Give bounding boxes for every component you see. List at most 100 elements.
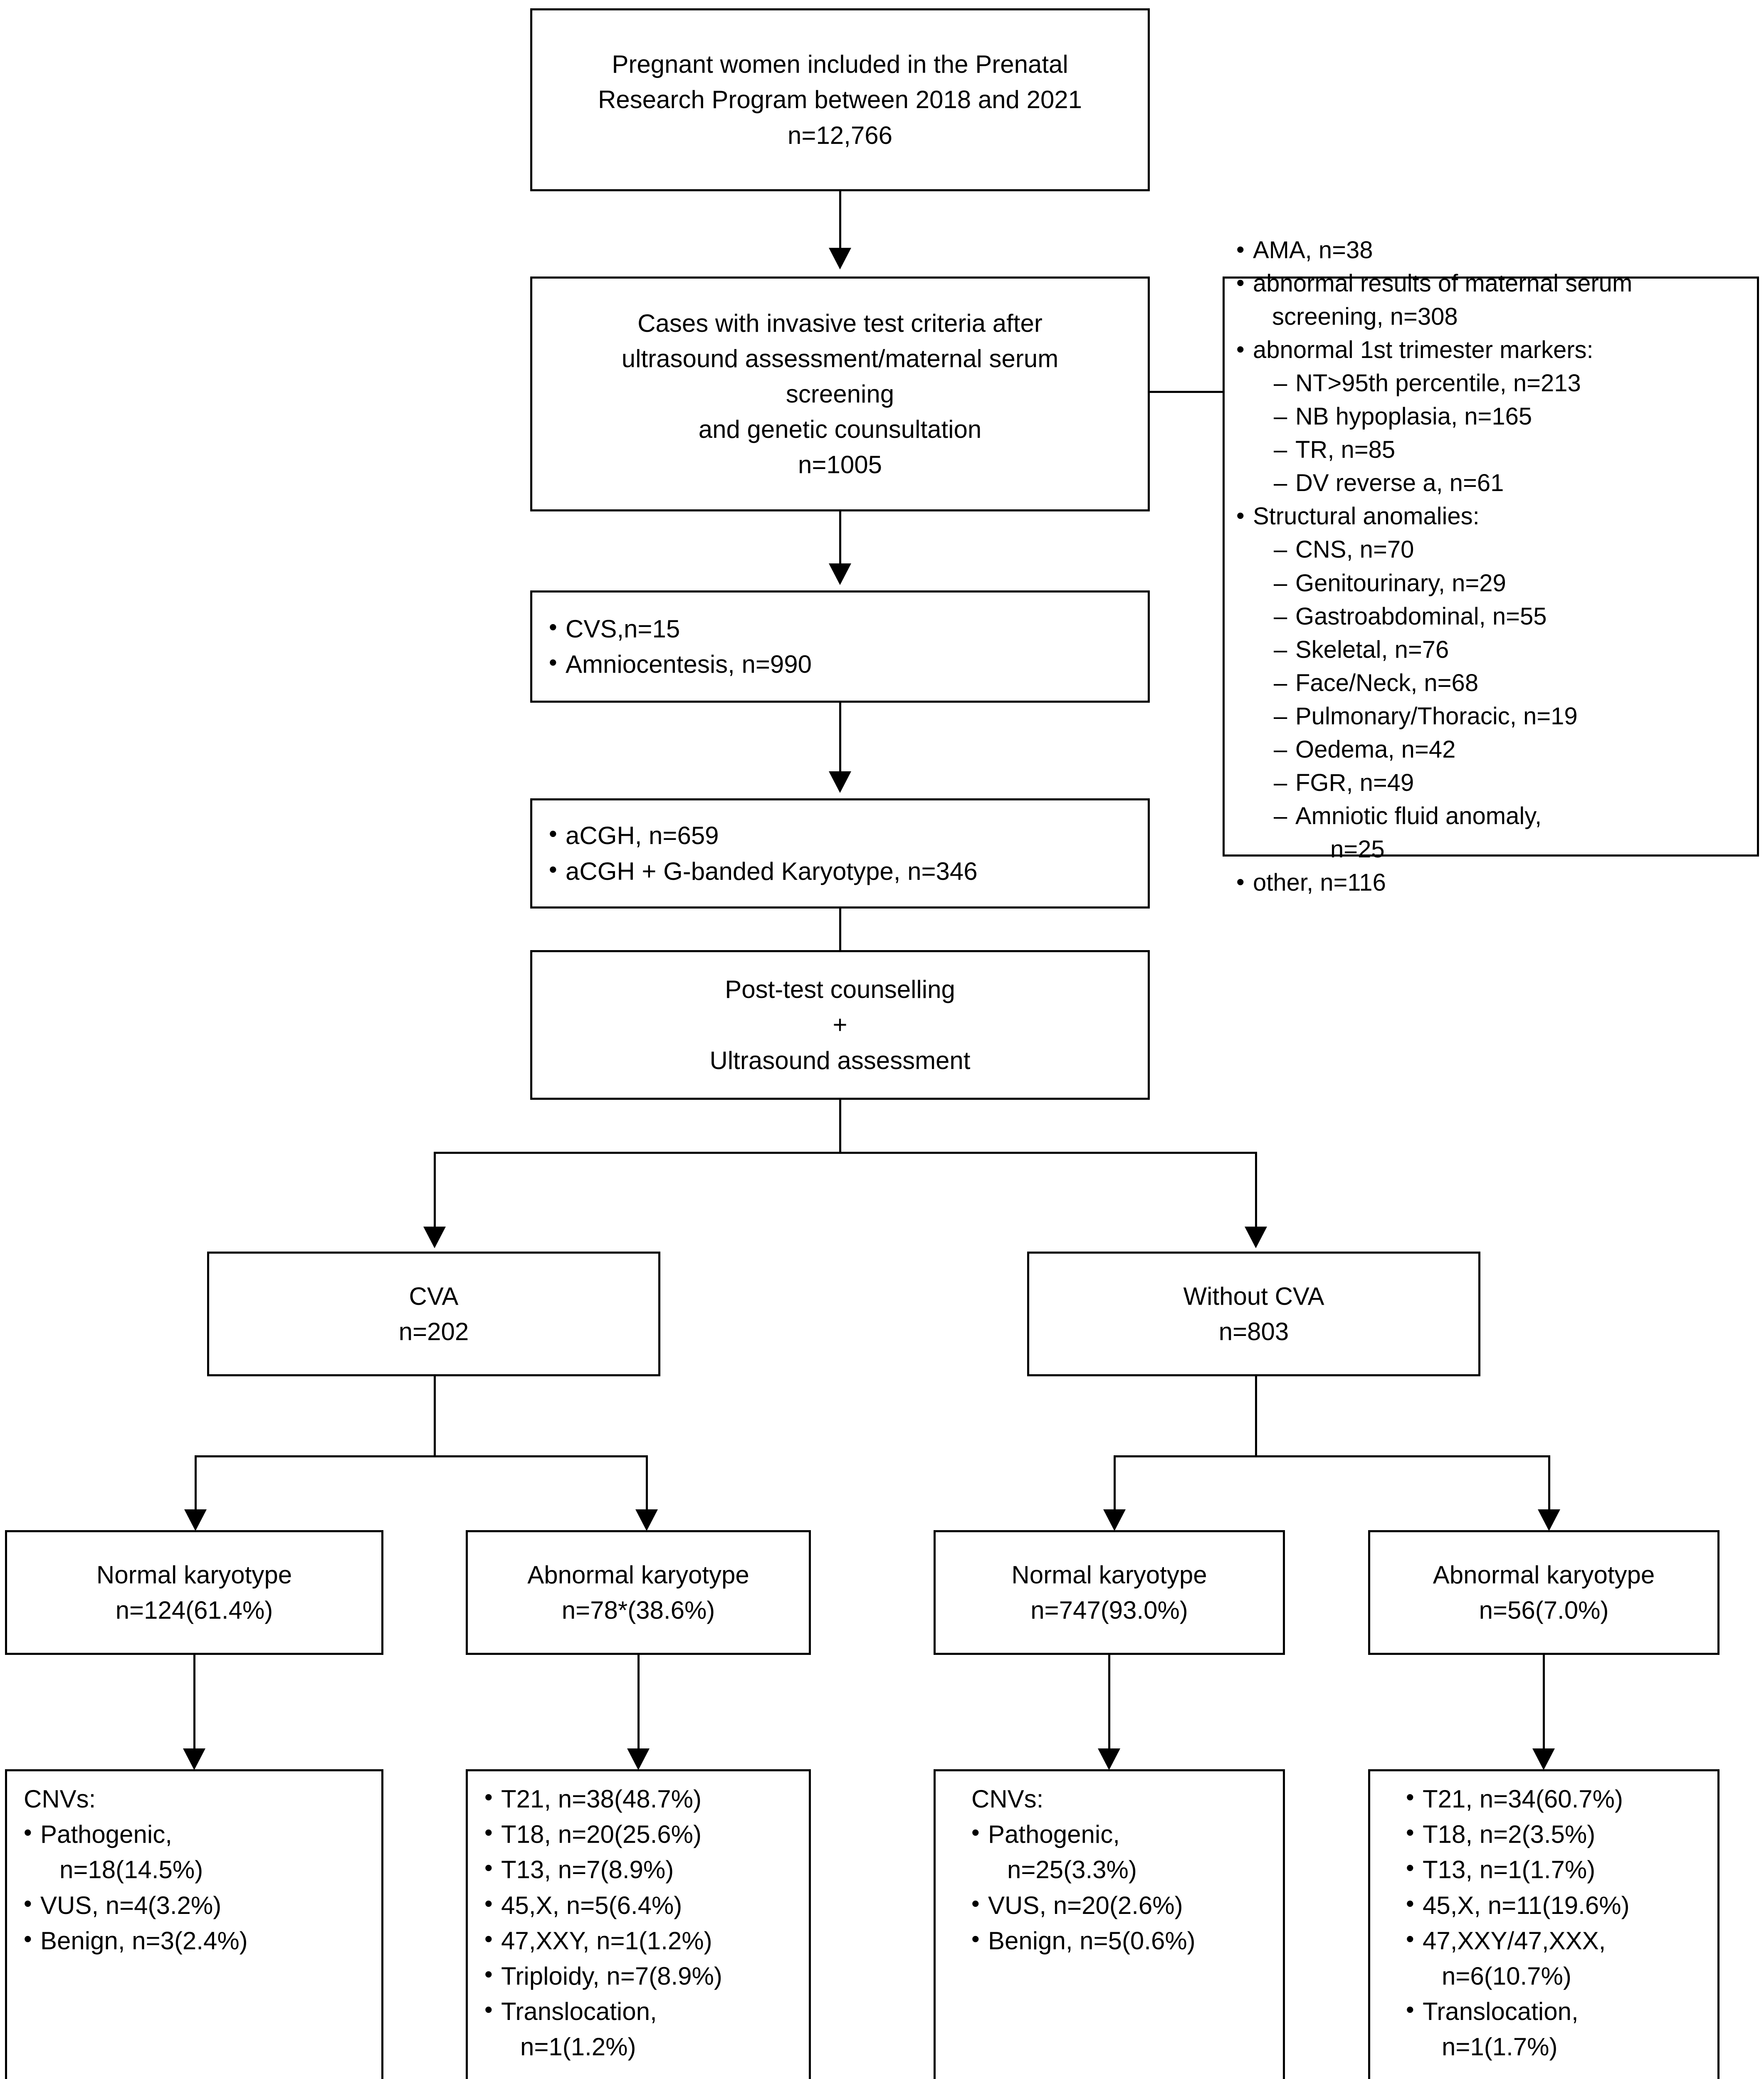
arrowhead-nocva-abnormal-detail: [1532, 1748, 1555, 1770]
connector-procedures-to-methods: [839, 703, 841, 773]
procedures-list: CVS,n=15 Amniocentesis, n=990: [546, 610, 1134, 682]
nocva-cnvs-list: Pathogenic, n=25(3.3%) VUS, n=20(2.6%) B…: [969, 1816, 1269, 1958]
arrowhead-cva-abnormal-karyotype: [635, 1509, 658, 1531]
structural-oedema: Oedema, n=42: [1274, 733, 1748, 766]
node-methods-text: aCGH, n=659 aCGH + G-banded Karyotype, n…: [532, 817, 1148, 889]
node-cva-text: CVA n=202: [209, 1279, 658, 1349]
cva-detail-translocation: Translocation, n=1(1.2%): [482, 1993, 795, 2064]
node-cva-abnormal-karyotype-text: Abnormal karyotype n=78*(38.6%): [468, 1557, 809, 1628]
node-cva-normal-karyotype-text: Normal karyotype n=124(61.4%): [7, 1557, 381, 1628]
arrowhead-cva-cnvs: [183, 1748, 205, 1770]
structural-pulmonary-thoracic: Pulmonary/Thoracic, n=19: [1274, 700, 1748, 733]
node-cva: CVA n=202: [207, 1252, 660, 1376]
nocva-abnormal-karyotype-line1: Abnormal karyotype: [1433, 1560, 1655, 1589]
node-enrolled-line2: Research Program between 2018 and 2021: [598, 86, 1082, 114]
cva-detail-translocation-line2: n=1(1.2%): [520, 2033, 636, 2061]
procedures-item-amniocentesis: Amniocentesis, n=990: [546, 646, 1134, 682]
cva-detail-triploidy: Triploidy, n=7(8.9%): [482, 1958, 795, 1994]
nocva-cnv-benign: Benign, n=5(0.6%): [969, 1922, 1269, 1958]
connector-split-right-level1: [1255, 1152, 1257, 1229]
node-indications: AMA, n=38 abnormal results of maternal s…: [1223, 233, 1759, 898]
connector-cva-bus: [195, 1455, 648, 1457]
node-posttest-line3: Ultrasound assessment: [709, 1046, 971, 1074]
arrowhead-nocva-cnvs: [1098, 1748, 1120, 1770]
arrowhead-cva-normal-karyotype: [184, 1509, 207, 1531]
marker-tr: TR, n=85: [1274, 433, 1748, 467]
node-posttest-counselling: Post-test counselling + Ultrasound asses…: [530, 950, 1150, 1100]
node-invasive-criteria: Cases with invasive test criteria after …: [530, 277, 1150, 511]
cva-normal-karyotype-line1: Normal karyotype: [96, 1560, 292, 1589]
arrowhead-nocva-abnormal-karyotype: [1538, 1509, 1560, 1531]
node-without-cva-line1: Without CVA: [1183, 1282, 1324, 1310]
cva-detail-t21: T21, n=38(48.7%): [482, 1780, 795, 1817]
node-without-cva-line2: n=803: [1218, 1318, 1289, 1346]
connector-split-bus-level1: [434, 1152, 1257, 1154]
connector-nocva-normal-to-cnvs: [1108, 1655, 1110, 1753]
nocva-cnv-vus: VUS, n=20(2.6%): [969, 1887, 1269, 1923]
node-enrolled-line3: n=12,766: [788, 121, 892, 149]
node-nocva-abnormal-karyotype-text: Abnormal karyotype n=56(7.0%): [1370, 1557, 1717, 1628]
cva-cnv-pathogenic: Pathogenic, n=18(14.5%): [21, 1816, 367, 1887]
structural-fgr: FGR, n=49: [1274, 766, 1748, 800]
node-without-cva: Without CVA n=803: [1027, 1252, 1480, 1376]
cva-abnormal-karyotype-line2: n=78*(38.6%): [561, 1596, 715, 1624]
cva-normal-karyotype-line2: n=124(61.4%): [115, 1596, 273, 1624]
cva-detail-t13: T13, n=7(8.9%): [482, 1851, 795, 1887]
nocva-detail-47xxy-line2: n=6(10.7%): [1442, 1962, 1571, 1990]
node-indications-text: AMA, n=38 abnormal results of maternal s…: [1225, 233, 1757, 899]
connector-criteria-to-procedures: [839, 511, 841, 565]
cva-cnv-vus: VUS, n=4(3.2%): [21, 1887, 367, 1923]
node-enrolled-line1: Pregnant women included in the Prenatal: [612, 50, 1068, 79]
marker-nt: NT>95th percentile, n=213: [1274, 367, 1748, 400]
arrowhead-methods: [829, 771, 851, 793]
node-cva-line1: CVA: [409, 1282, 459, 1310]
connector-posttest-down: [839, 1100, 841, 1154]
node-criteria-line4: and genetic counsultation: [698, 415, 982, 444]
nocva-detail-t13: T13, n=1(1.7%): [1403, 1851, 1703, 1887]
cva-detail-45x: 45,X, n=5(6.4%): [482, 1887, 795, 1923]
node-posttest-line1: Post-test counselling: [725, 975, 955, 1004]
nocva-cnv-pathogenic: Pathogenic, n=25(3.3%): [969, 1816, 1269, 1887]
nocva-normal-karyotype-line1: Normal karyotype: [1011, 1560, 1207, 1589]
arrowhead-nocva-normal-karyotype: [1103, 1509, 1126, 1531]
connector-criteria-to-indications-seg1: [1148, 391, 1231, 393]
nocva-normal-karyotype-line2: n=747(93.0%): [1030, 1596, 1188, 1624]
node-posttest-line2: +: [833, 1011, 847, 1039]
node-criteria-line3: screening: [786, 380, 894, 408]
node-invasive-criteria-text: Cases with invasive test criteria after …: [532, 306, 1148, 483]
structural-skeletal: Skeletal, n=76: [1274, 633, 1748, 667]
node-nocva-normal-karyotype: Normal karyotype n=747(93.0%): [934, 1530, 1285, 1655]
arrowhead-cva-abnormal-detail: [627, 1748, 650, 1770]
cva-abnormal-detail-list: T21, n=38(48.7%) T18, n=20(25.6%) T13, n…: [482, 1780, 795, 2065]
node-criteria-line1: Cases with invasive test criteria after: [637, 309, 1043, 337]
node-cva-abnormal-karyotype: Abnormal karyotype n=78*(38.6%): [466, 1530, 811, 1655]
node-nocva-abnormal-karyotype: Abnormal karyotype n=56(7.0%): [1368, 1530, 1720, 1655]
methods-item-acgh: aCGH, n=659: [546, 817, 1134, 853]
node-procedures: CVS,n=15 Amniocentesis, n=990: [530, 590, 1150, 703]
structural-anomaly-list: CNS, n=70 Genitourinary, n=29 Gastroabdo…: [1234, 533, 1748, 866]
first-trimester-marker-list: NT>95th percentile, n=213 NB hypoplasia,…: [1234, 367, 1748, 500]
structural-anomalies-heading-list: Structural anomalies:: [1234, 499, 1748, 533]
structural-amniotic-fluid-anomaly: Amniotic fluid anomaly, n=25: [1274, 800, 1748, 866]
nocva-detail-47xxy-line1: 47,XXY/47,XXX,: [1423, 1926, 1606, 1955]
nocva-detail-translocation: Translocation, n=1(1.7%): [1403, 1993, 1703, 2064]
arrowhead-procedures: [829, 563, 851, 585]
nocva-detail-t18: T18, n=2(3.5%): [1403, 1816, 1703, 1852]
arrowhead-cva: [423, 1227, 446, 1248]
connector-cva-left-branch: [195, 1455, 197, 1511]
indication-other: other, n=116: [1234, 865, 1748, 899]
connector-cva-right-branch: [646, 1455, 648, 1511]
nocva-detail-translocation-line1: Translocation,: [1423, 1998, 1579, 2026]
node-nocva-cnvs: CNVs: Pathogenic, n=25(3.3%) VUS, n=20(2…: [934, 1769, 1285, 2079]
node-cva-cnvs-text: CNVs: Pathogenic, n=18(14.5%) VUS, n=4(3…: [7, 1771, 381, 1958]
node-without-cva-text: Without CVA n=803: [1029, 1279, 1478, 1349]
structural-cns: CNS, n=70: [1274, 533, 1748, 566]
marker-nb-hypoplasia: NB hypoplasia, n=165: [1274, 400, 1748, 433]
marker-dv-reverse-a: DV reverse a, n=61: [1274, 467, 1748, 500]
nocva-detail-47xxy-47xxx: 47,XXY/47,XXX, n=6(10.7%): [1403, 1922, 1703, 1994]
nocva-abnormal-karyotype-line2: n=56(7.0%): [1479, 1596, 1609, 1624]
node-cva-normal-karyotype: Normal karyotype n=124(61.4%): [5, 1530, 383, 1655]
node-nocva-cnvs-text: CNVs: Pathogenic, n=25(3.3%) VUS, n=20(2…: [936, 1771, 1283, 1958]
node-cva-line2: n=202: [398, 1318, 469, 1346]
cva-cnv-benign: Benign, n=3(2.4%): [21, 1922, 367, 1958]
